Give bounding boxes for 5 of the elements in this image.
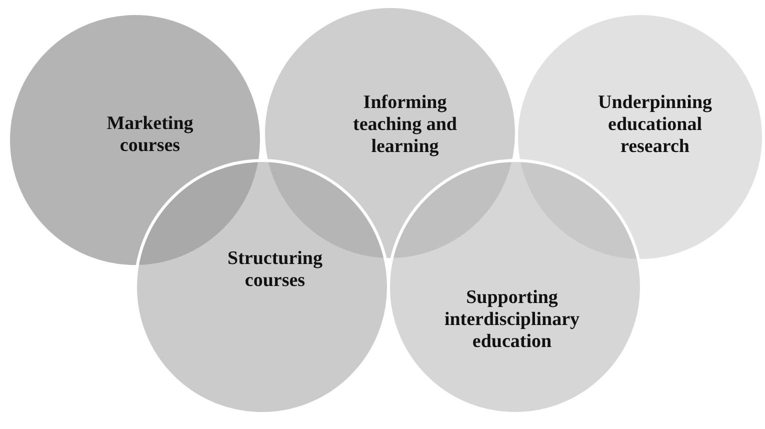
circle-label: Underpinning educational research [596, 92, 714, 158]
circle-label: Supporting interdisciplinary education [443, 287, 581, 353]
circle-label: Informing teaching and learning [352, 92, 458, 158]
circle-label: Structuring courses [226, 248, 324, 292]
circle-label: Marketing courses [106, 113, 194, 157]
